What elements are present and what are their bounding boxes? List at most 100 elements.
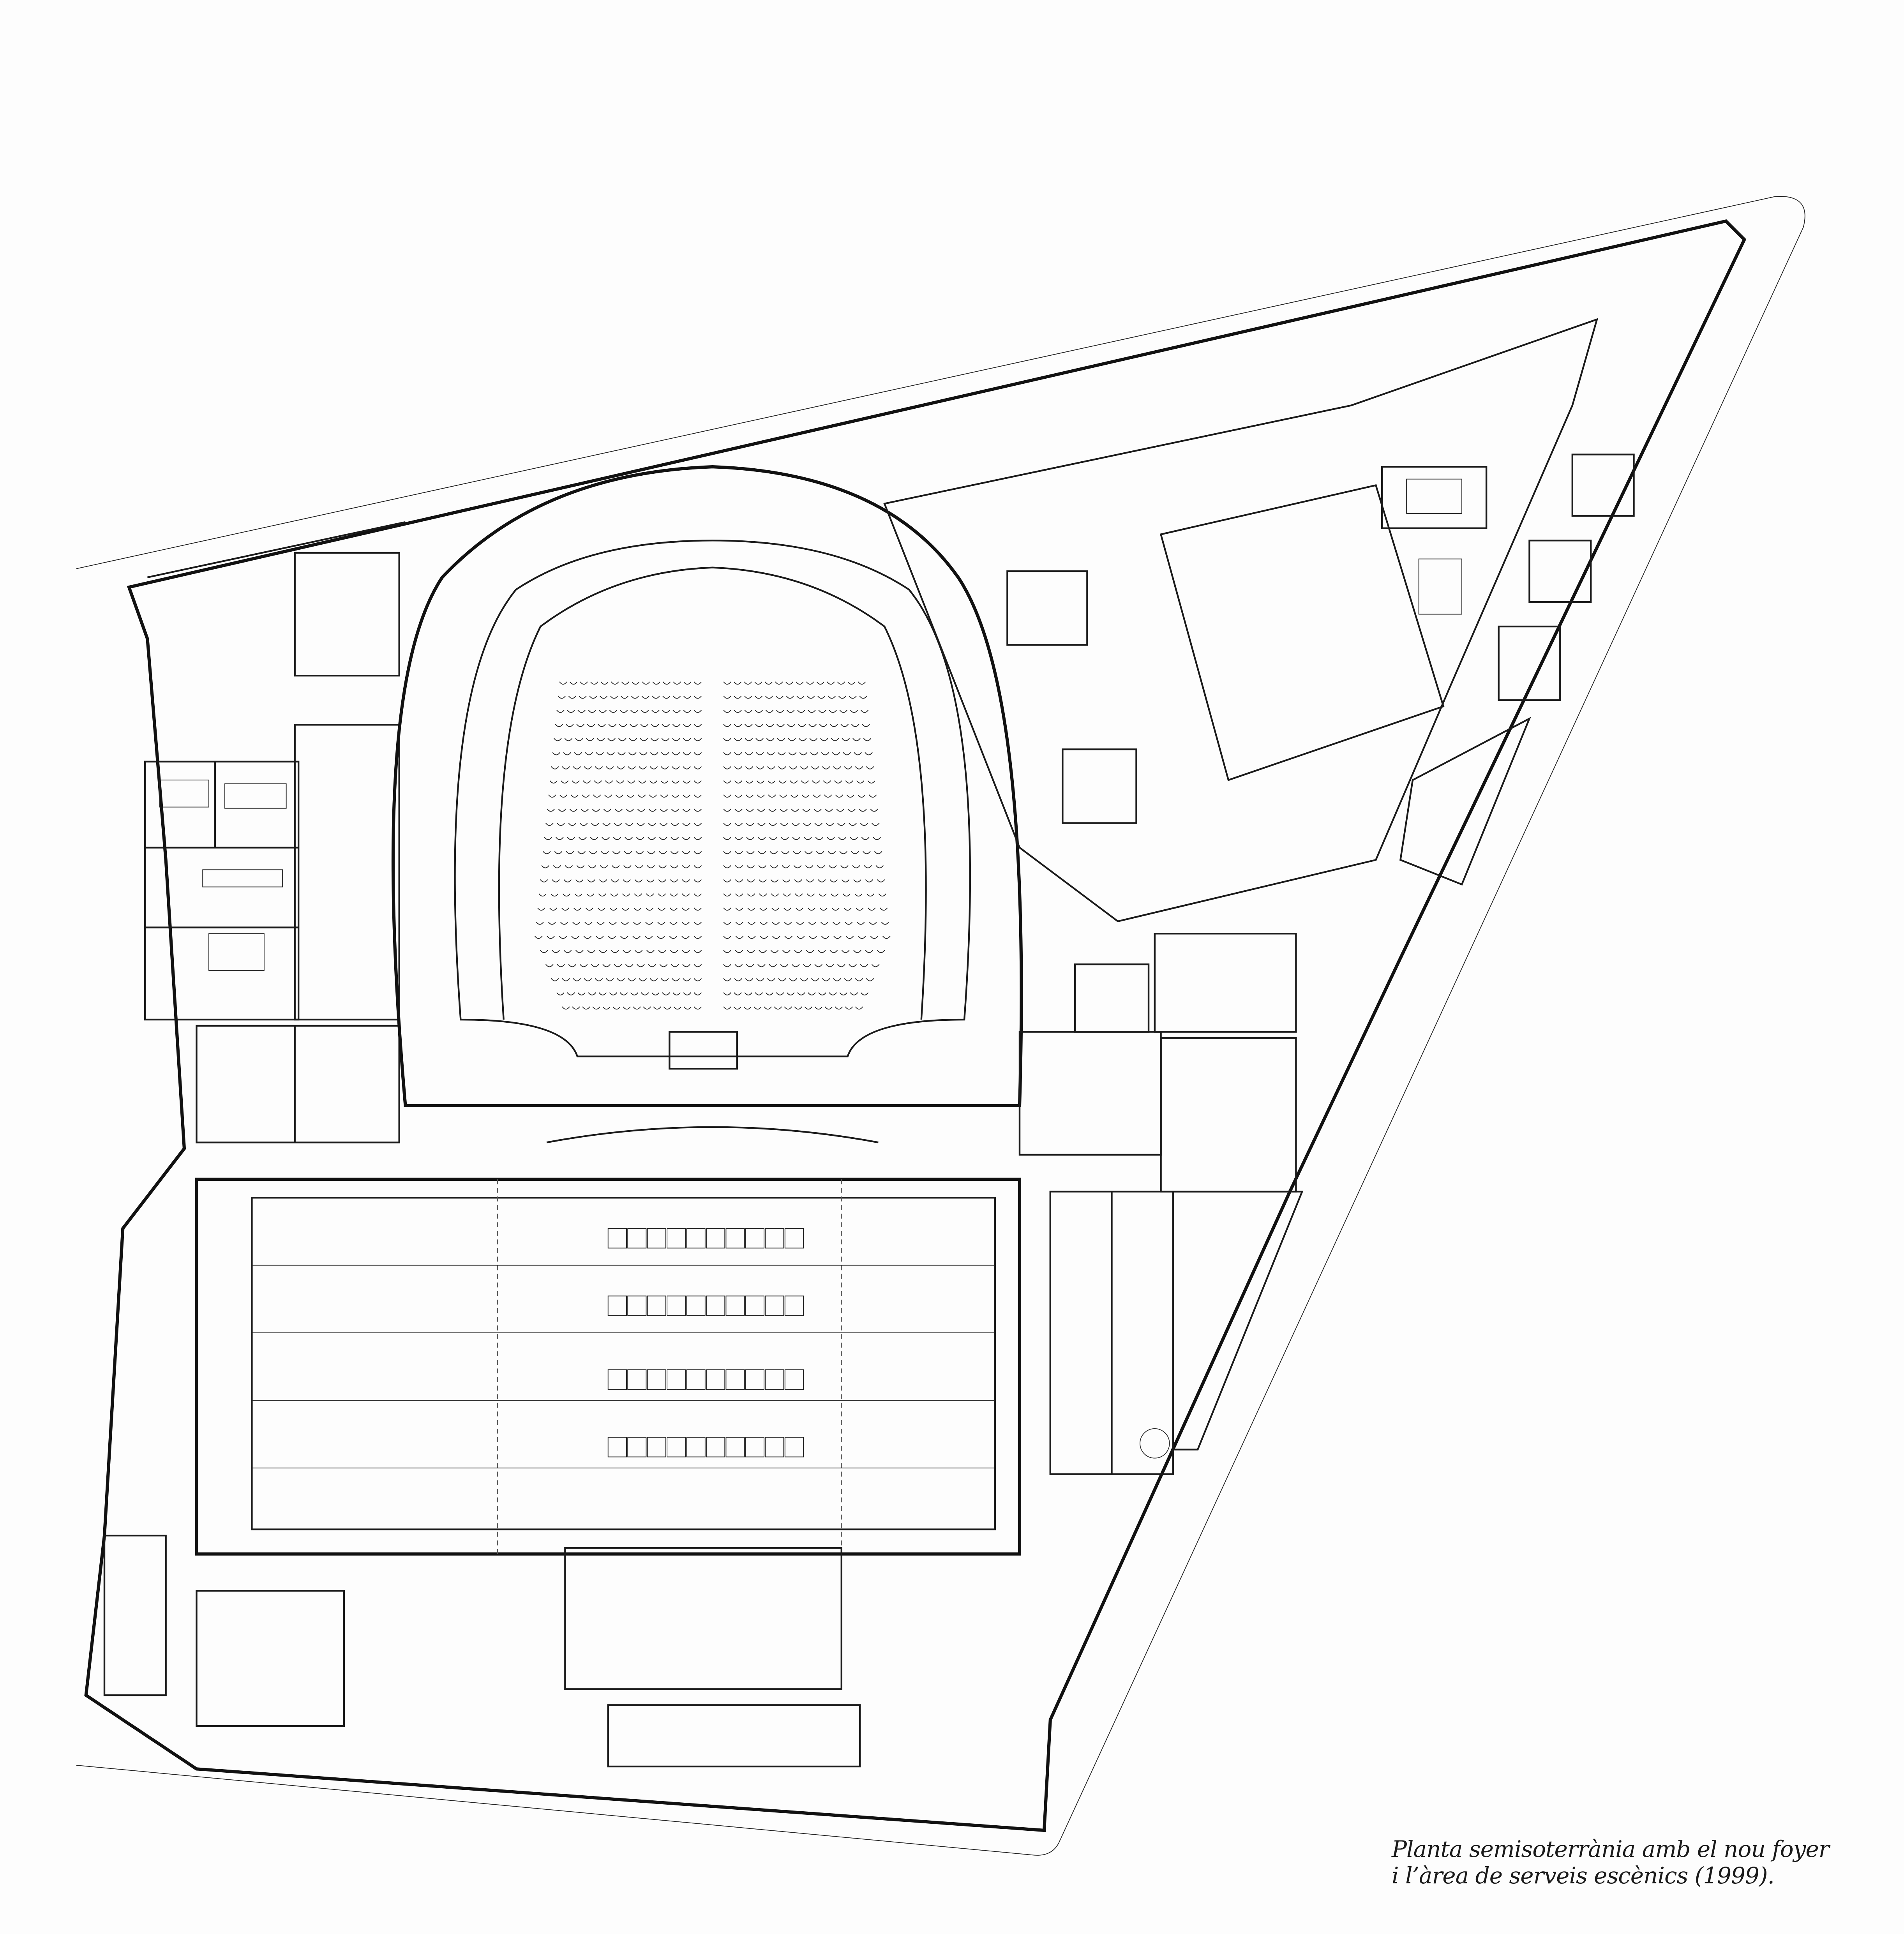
seat	[866, 893, 875, 897]
seat	[661, 978, 669, 981]
seat	[828, 851, 836, 854]
seat	[551, 893, 559, 897]
seat	[658, 865, 667, 868]
seat	[745, 794, 754, 798]
seat	[549, 907, 558, 911]
seat	[808, 992, 816, 995]
seat	[758, 851, 766, 854]
seat	[634, 879, 643, 882]
seat	[746, 851, 755, 854]
seat	[785, 681, 794, 685]
seat	[819, 907, 828, 911]
seat	[847, 808, 856, 812]
seat	[765, 695, 773, 699]
seat	[778, 766, 786, 769]
seat	[779, 794, 787, 798]
seat	[669, 921, 678, 925]
seat	[570, 794, 579, 798]
seat	[575, 738, 583, 741]
seat	[775, 695, 784, 699]
seat	[599, 879, 607, 882]
seat	[756, 978, 764, 981]
seat	[858, 681, 866, 685]
seat	[590, 837, 598, 840]
seat	[832, 752, 840, 755]
seat	[838, 695, 847, 699]
seat	[623, 879, 631, 882]
seat	[823, 780, 831, 783]
seat	[747, 950, 755, 953]
seat	[747, 921, 756, 925]
lift-panel	[725, 1228, 745, 1249]
seat	[829, 992, 837, 995]
seat	[788, 738, 796, 741]
seat	[778, 780, 787, 783]
seat	[813, 794, 821, 798]
seat	[868, 907, 876, 911]
seat	[797, 992, 805, 995]
seat	[556, 837, 564, 840]
seat	[809, 738, 818, 741]
seat	[723, 780, 731, 783]
seat	[643, 1006, 651, 1010]
seat	[673, 1006, 682, 1010]
seat	[567, 709, 575, 713]
seat	[587, 724, 595, 727]
seat	[867, 780, 875, 783]
stage-area	[195, 1177, 1022, 1768]
lift-panel	[686, 1369, 706, 1390]
seat	[723, 1006, 731, 1010]
seat	[657, 935, 665, 939]
lift-panel	[607, 1437, 627, 1458]
seat	[851, 851, 859, 854]
seat	[661, 752, 669, 755]
lift-panel	[627, 1369, 647, 1390]
seat	[545, 822, 554, 826]
seat	[808, 724, 817, 727]
seat	[612, 865, 620, 868]
seat	[882, 935, 891, 939]
seat	[648, 837, 656, 840]
seat	[551, 766, 559, 769]
seat	[592, 808, 600, 812]
seat	[567, 992, 575, 995]
left-wing	[103, 521, 406, 1727]
seat	[632, 681, 640, 685]
seat	[755, 724, 763, 727]
seat	[594, 780, 602, 783]
seat	[579, 837, 587, 840]
seat	[820, 921, 829, 925]
seat	[776, 724, 785, 727]
seat	[673, 681, 681, 685]
seat	[659, 851, 667, 854]
seat	[723, 709, 731, 713]
lift-panel	[706, 1437, 725, 1458]
seat	[617, 766, 625, 769]
seat	[801, 780, 809, 783]
seat	[759, 893, 767, 897]
seat	[757, 794, 765, 798]
seat	[723, 724, 731, 727]
seat	[798, 738, 807, 741]
seat	[582, 1006, 590, 1010]
seat	[670, 950, 678, 953]
seat	[723, 738, 731, 741]
seat	[693, 724, 702, 727]
seat	[723, 879, 731, 882]
seat	[577, 851, 586, 854]
seat	[723, 992, 731, 995]
seat	[672, 766, 680, 769]
seat	[865, 879, 873, 882]
seat	[783, 893, 791, 897]
seat	[734, 709, 742, 713]
seat	[587, 950, 595, 953]
seat	[827, 681, 835, 685]
seat	[611, 879, 619, 882]
seat	[818, 992, 826, 995]
seat	[591, 964, 599, 967]
lift-panel	[784, 1228, 804, 1249]
seat	[653, 1006, 661, 1010]
seat	[682, 950, 690, 953]
seat	[693, 1006, 702, 1010]
seat	[671, 780, 680, 783]
